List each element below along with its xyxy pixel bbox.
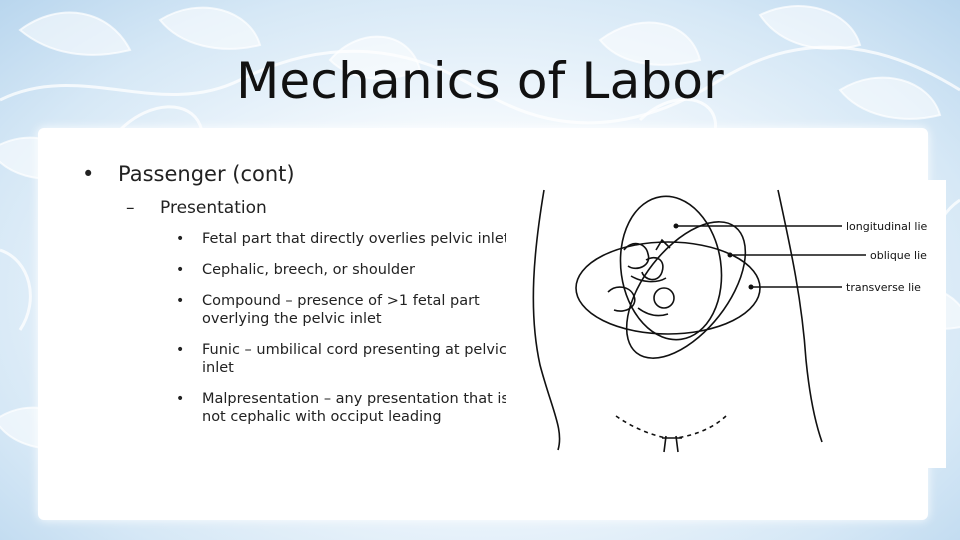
level2-item: – Presentation <box>82 198 512 218</box>
bullet-icon: • <box>82 162 95 186</box>
list-item: • Cephalic, breech, or shoulder <box>82 261 512 279</box>
transverse-lie-outline <box>575 241 761 335</box>
bullet-icon: • <box>176 262 185 278</box>
oblique-lie-dot <box>727 252 733 258</box>
list-item-text: Compound – presence of >1 fetal part ove… <box>202 293 480 327</box>
oblique-lie-outline <box>625 221 747 359</box>
longitudinal-lie-dot <box>673 223 679 229</box>
list-item: • Malpresentation – any presentation that… <box>82 390 512 426</box>
list-item: • Funic – umbilical cord presenting at pe… <box>82 341 512 377</box>
perineum-mark <box>662 435 682 453</box>
level2-text: Presentation <box>160 198 267 218</box>
list-item: • Compound – presence of >1 fetal part ov… <box>82 292 512 328</box>
level1-item: • Passenger (cont) <box>82 162 512 186</box>
bullet-icon: • <box>176 391 185 407</box>
fetal-limbs-sketch <box>623 238 671 283</box>
transverse-lie-dot <box>748 284 754 290</box>
transverse-lie-label: transverse lie <box>846 281 921 294</box>
longitudinal-lie-label: longitudinal lie <box>846 220 927 233</box>
fetal-lie-diagram: longitudinal lie oblique lie transverse … <box>506 180 946 468</box>
oblique-lie-label: oblique lie <box>870 249 927 262</box>
body-outline-left <box>532 189 561 451</box>
body-outline-right <box>777 189 823 443</box>
list-item-text: Funic – umbilical cord presenting at pel… <box>202 342 507 376</box>
bullet-icon: • <box>176 342 185 358</box>
longitudinal-lie-outline <box>619 195 723 341</box>
level3-list: • Fetal part that directly overlies pelvi… <box>82 230 512 426</box>
bullet-icon: • <box>176 231 185 247</box>
list-item-text: Fetal part that directly overlies pelvic… <box>202 231 510 247</box>
pelvis-outline <box>615 415 727 439</box>
list-item-text: Cephalic, breech, or shoulder <box>202 262 416 278</box>
dash-icon: – <box>126 198 135 218</box>
list-item-text: Malpresentation – any presentation that … <box>202 391 509 425</box>
fetal-head-circle <box>653 287 675 309</box>
level1-text: Passenger (cont) <box>118 162 295 186</box>
list-item: • Fetal part that directly overlies pelvi… <box>82 230 512 248</box>
bullet-icon: • <box>176 293 185 309</box>
bullet-content: • Passenger (cont) – Presentation • Fetal… <box>82 162 512 439</box>
fetal-body-sketch <box>607 286 669 317</box>
slide-title: Mechanics of Labor <box>236 52 724 110</box>
